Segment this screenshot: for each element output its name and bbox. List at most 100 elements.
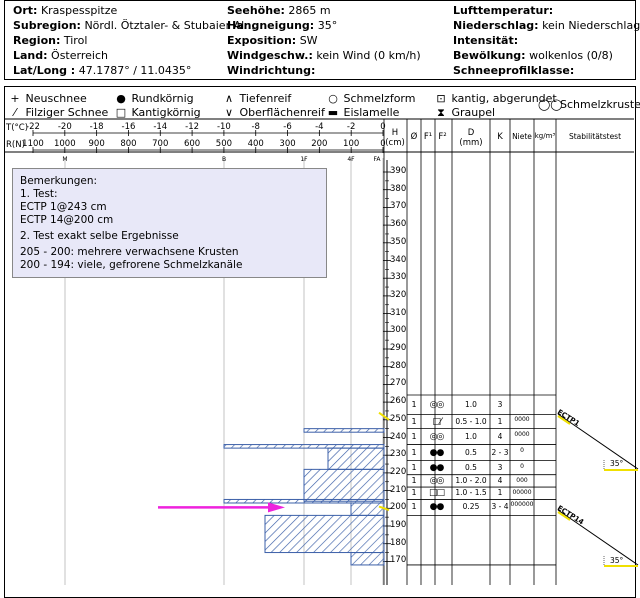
caret-icon: ∧ [224,92,234,105]
yellow-marker [378,505,390,512]
t-tick-label: -12 [185,122,200,132]
r-axis-label: R(N) [6,140,25,150]
dot-icon: ● [116,92,126,105]
hardness-layer [223,498,385,504]
h-tick-label: 330 [390,272,407,283]
layer-cell-null: 1 [411,447,417,457]
r-tick-label: 0 [380,139,386,149]
h-tick-label: 190 [390,520,407,530]
h-tick-label: 320 [390,289,407,300]
r-tick-label: 800 [120,139,137,149]
legend-neuschnee: + Neuschnee [8,92,86,105]
h-tick-label: 280 [390,360,407,371]
hourglass-icon: ⧗ [437,106,445,119]
legend-schmelzform: ○ Schmelzform [326,92,415,105]
t-tick-label: -2 [346,122,356,132]
col-stability-header: Stabilitätstest [568,132,622,141]
legend-oberflaechenreif: ∨ Oberflächenreif [222,106,325,119]
h-tick-label: 300 [390,325,407,336]
col-k-header: K [497,132,503,142]
legend-filziger: ⁄ Filziger Schnee [8,106,108,119]
layer-cell-k: 4 [497,475,503,485]
r-tick-label: 900 [88,139,105,149]
stability-angle: 35° [610,556,624,565]
h-tick-label: 170 [390,555,407,566]
remarks-title: Bemerkungen: [20,175,98,187]
legend-schmelzkruste: ◯◯Schmelzkruste [538,98,640,111]
remark-line: 2. Test exakt selbe Ergebnisse [20,230,179,242]
t-tick-label: -8 [251,122,260,132]
h-tick-label: 270 [390,378,407,389]
grain-shape-icon: ●● [429,462,445,473]
legend-graupel: ⧗ Graupel [434,106,495,120]
h-tick-label: 230 [390,449,407,460]
h-tick-label: 240 [390,431,407,442]
hardness-layer [350,552,385,566]
layer-cell-d: 0.5 - 1.0 [455,416,487,426]
layer-cell-d: 1.0 [465,399,477,409]
hardness-mark: FA [373,156,381,163]
col-f2-header: F² [438,132,447,142]
col-f1-header: F¹ [423,132,433,142]
layer-cell-null: 1 [411,431,417,441]
r-tick-label: 600 [183,139,201,149]
slash-icon: ⁄ [14,106,16,119]
layer-cell-niete: 00000 [512,489,532,497]
layer-cell-k: 1 [497,488,503,498]
h-tick-label: 340 [390,254,407,265]
grain-shape-icon: ◎◎ [429,399,445,410]
yellow-marker [378,411,390,421]
header-col2: Seehöhe: 2865 m Hangneigung: 35° Exposit… [227,4,421,77]
t-tick-label: 0 [380,122,386,132]
grain-shape-icon: □⁄ [432,416,441,427]
t-tick-label: -4 [315,122,324,132]
layer-cell-d: 0.5 [465,462,477,472]
layer-cell-niete: 0 [520,462,524,470]
r-tick-label: 100 [343,139,360,149]
h-tick-label: 210 [390,484,407,495]
h-tick-label: 390 [390,166,407,176]
col-null-header: Ø [410,132,418,142]
h-tick-label: 380 [390,183,407,194]
remark-line: 205 - 200: mehrere verwachsene Krusten [20,246,239,258]
h-header: H(cm) [385,128,405,148]
grain-shape-icon: □□ [428,488,445,499]
hardness-layer [223,444,385,449]
header-col3: Lufttemperatur: Niederschlag: kein Niede… [453,4,640,77]
t-tick-label: -22 [26,122,40,132]
legend-kantig-abgerundet: ⊡ kantig, abgerundet [434,92,556,105]
double-circle-icon: ◯◯ [538,98,563,111]
layer-cell-d: 0.5 [465,447,477,457]
plus-icon: + [10,92,20,105]
lock-square-icon: ⊡ [436,92,446,105]
h-tick-label: 290 [390,343,407,353]
h-tick-label: 260 [390,396,407,407]
hardness-mark: 1F [300,156,308,163]
t-tick-label: -20 [57,122,72,132]
hardness-layer [327,447,385,470]
grain-shape-icon: ●● [429,447,445,458]
layer-cell-k: 2 - 3 [491,447,509,457]
layer-cell-niete: 0000 [514,430,530,438]
legend-rundkoernig: ● Rundkörnig [114,92,193,105]
remark-line: ECTP 1@243 cm [20,201,107,213]
stability-test-1 [557,413,639,470]
h-tick-label: 200 [390,502,407,513]
layer-cell-k: 3 - 4 [491,502,509,512]
h-tick-label: 220 [390,466,407,477]
yellow-marker [557,511,571,521]
t-tick-label: -14 [153,122,168,132]
layer-cell-null: 1 [411,475,417,485]
legend-tiefenreif: ∧ Tiefenreif [222,92,291,105]
remarks-box: Bemerkungen: 1. Test: ECTP 1@243 cm ECTP… [12,168,327,278]
grain-shape-icon: ◎◎ [429,431,445,442]
remark-line: 200 - 194: viele, gefrorene Schmelzkanäl… [20,259,243,271]
r-tick-label: 1000 [53,139,76,149]
hardness-mark: M [62,156,68,163]
hardness-mark: B [221,156,227,163]
header-box: Ort: Kraspesspitze Subregion: Nördl. Ötz… [4,0,640,80]
legend-kantigkoernig: □ Kantigkörnig [115,106,201,119]
h-tick-label: 310 [390,307,407,318]
col-density-header: kg/m³ [534,132,556,140]
t-tick-label: -16 [121,122,136,132]
